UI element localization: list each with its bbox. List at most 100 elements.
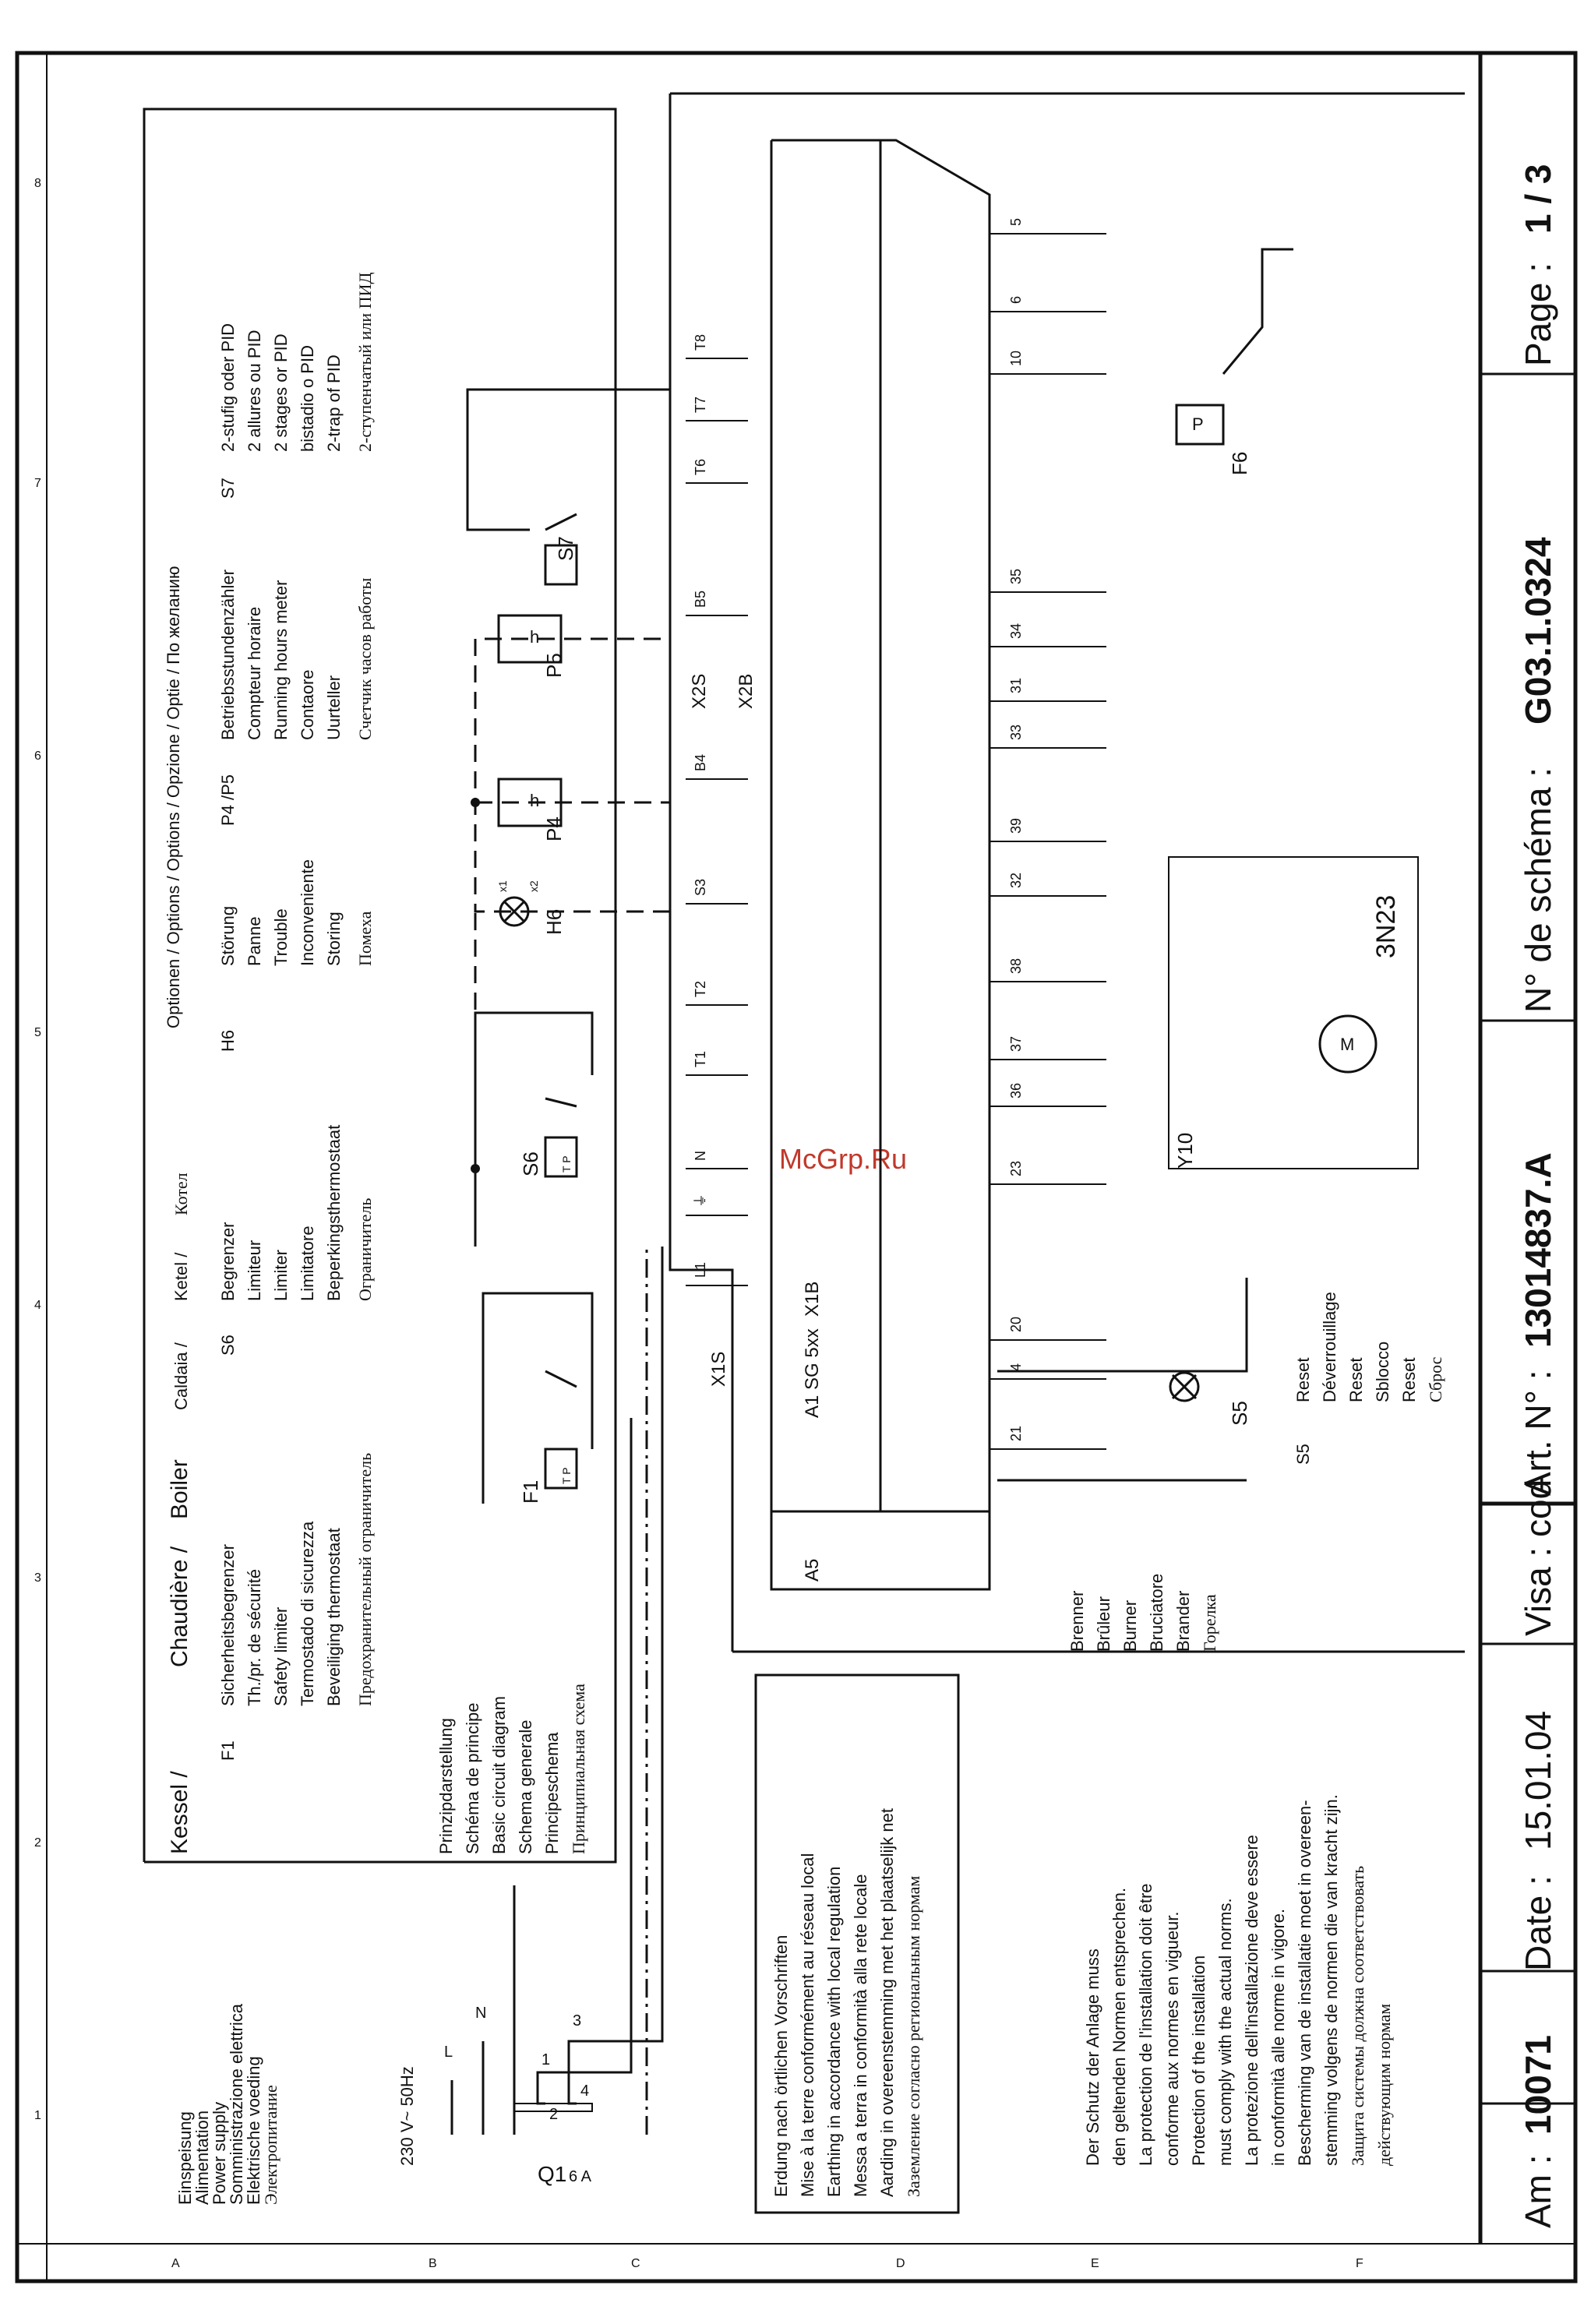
top-terminal-label: T6 (693, 459, 708, 475)
bottom-terminal-label: 21 (1008, 1426, 1024, 1441)
svg-text:Reset: Reset (1346, 1358, 1366, 1402)
f6-pressure-switch: P F6 (1175, 248, 1293, 475)
svg-text:Schema generale: Schema generale (516, 1720, 535, 1854)
f1-safety-limiter: F1 T P (482, 1292, 594, 1504)
svg-text:Einspeisung: Einspeisung (175, 2111, 195, 2205)
svg-text:Reset: Reset (1399, 1358, 1419, 1402)
s5-label: S5 (1228, 1401, 1251, 1426)
svg-text:Inconveniente: Inconveniente (298, 859, 317, 966)
grid-row-c: C (631, 2257, 640, 2270)
top-terminal-label: B4 (693, 754, 708, 771)
svg-text:Safety limiter: Safety limiter (271, 1607, 291, 1706)
svg-text:Messa a terra in conformità al: Messa a terra in conformità alla rete lo… (851, 1874, 870, 2197)
title-block: Am : 10071 Date : 15.01.04 Visa : cod Ar… (1478, 53, 1575, 2244)
svg-text:Limitatore: Limitatore (298, 1225, 317, 1301)
svg-text:Alimentation: Alimentation (192, 2111, 212, 2205)
burner-control-box (1168, 856, 1419, 1169)
date-value: 15.01.04 (1518, 1711, 1558, 1850)
svg-text:Prinzipdarstellung: Prinzipdarstellung (436, 1718, 456, 1854)
svg-text:2-stufig oder PID: 2-stufig oder PID (218, 323, 238, 452)
grid-column-labels: 1 2 3 4 5 6 7 8 (34, 177, 41, 2122)
legend-f1-code: F1 (218, 1740, 238, 1761)
date-label: Date : (1518, 1875, 1558, 1971)
svg-text:Sicherheitsbegrenzer: Sicherheitsbegrenzer (218, 1544, 238, 1706)
svg-text:Chaudière /: Chaudière / (167, 1546, 192, 1667)
svg-text:P: P (1192, 414, 1204, 434)
svg-text:La protection de l'installatio: La protection de l'installation doit êtr… (1136, 1883, 1155, 2166)
svg-text:Déverrouillage: Déverrouillage (1320, 1292, 1339, 1402)
svg-text:Boiler: Boiler (167, 1459, 192, 1519)
grid-col-3: 3 (34, 1571, 41, 1585)
motor-symbol (1318, 1014, 1378, 1074)
power-supply-labels: Einspeisung Alimentation Power supply So… (175, 2003, 280, 2205)
svg-text:Panne: Panne (245, 916, 264, 966)
grid-row-d: D (896, 2257, 905, 2270)
bottom-terminal-label: 32 (1008, 873, 1024, 888)
svg-text:Bescherming van de installatie: Bescherming van de installatie moet in o… (1295, 1800, 1314, 2166)
svg-text:Principeschema: Principeschema (542, 1732, 562, 1854)
svg-text:den geltenden Normen entsprech: den geltenden Normen entsprechen. (1109, 1888, 1129, 2166)
svg-text:Ограничитель: Ограничитель (355, 1198, 375, 1301)
earthing-note: Erdung nach örtlichen Vorschriften Mise … (771, 1808, 923, 2197)
svg-text:Betriebsstundenzähler: Betriebsstundenzähler (218, 570, 238, 740)
s7-label: S7 (554, 536, 577, 561)
am-label: Am : (1518, 2154, 1558, 2228)
x2b-label: X2B (736, 674, 757, 709)
sheet-frame (15, 51, 1578, 2283)
principle-labels: Prinzipdarstellung Schéma de principe Ba… (436, 1684, 588, 1854)
p5-label: P5 (542, 653, 566, 678)
svg-text:Beperkingsthermostaat: Beperkingsthermostaat (324, 1125, 344, 1301)
grid-col-7: 7 (34, 477, 41, 490)
svg-text:T P: T P (560, 1155, 573, 1173)
bottom-terminal-label: 37 (1008, 1036, 1024, 1052)
watermark: McGrp.Ru (779, 1143, 907, 1175)
bottom-terminal-label: 4 (1008, 1363, 1024, 1371)
svg-text:1: 1 (542, 2051, 550, 2068)
svg-text:h: h (530, 791, 539, 810)
svg-text:4: 4 (580, 2082, 589, 2100)
grid-col-5: 5 (34, 1026, 41, 1039)
reset-legend: S5 Reset Déverrouillage Reset Sblocco Re… (1293, 1292, 1445, 1465)
voltage-label: 230 V~ 50Hz (397, 2066, 417, 2166)
svg-text:h: h (530, 627, 539, 647)
top-terminal-label: ⏚ (693, 1194, 708, 1208)
svg-text:Burner: Burner (1120, 1600, 1140, 1652)
bottom-terminal-label: 35 (1008, 569, 1024, 584)
s6-label: S6 (519, 1151, 542, 1176)
y10-label: Y10 (1173, 1133, 1197, 1169)
visa-label: Visa : cod (1518, 1479, 1558, 1636)
svg-text:Kessel /: Kessel / (167, 1771, 192, 1854)
connector-x1s (669, 92, 1465, 1653)
bottom-terminal-label: 33 (1008, 725, 1024, 740)
am-value: 10071 (1518, 2035, 1558, 2135)
legend-s6-code: S6 (218, 1335, 238, 1356)
f6-label: F6 (1228, 452, 1251, 475)
h6-lamp (499, 896, 530, 927)
legend-p4p5: P4 /P5 Betriebsstundenzähler Compteur ho… (218, 570, 375, 826)
grid-col-6: 6 (34, 749, 41, 763)
grid-row-f: F (1356, 2257, 1363, 2270)
q1-rating: 6 A (569, 2168, 592, 2185)
svg-text:M: M (1340, 1035, 1354, 1054)
svg-text:Заземление согласно региональн: Заземление согласно региональным нормам (904, 1876, 923, 2197)
svg-text:Limiter: Limiter (271, 1250, 291, 1301)
top-terminal-label: S3 (693, 879, 708, 896)
top-terminal-label: T1 (693, 1051, 708, 1067)
s6-limiter: S6 T P (474, 1011, 594, 1247)
svg-text:Aarding in overeenstemming met: Aarding in overeenstemming met het plaat… (877, 1808, 897, 2197)
svg-text:Защита системы должна соответс: Защита системы должна соответствовать (1348, 1866, 1367, 2166)
svg-text:stemming volgens de normen die: stemming volgens de normen die van krach… (1321, 1794, 1341, 2166)
svg-text:bistadio o PID: bistadio o PID (298, 345, 317, 452)
svg-text:2-ступенчатый или ПИД: 2-ступенчатый или ПИД (355, 273, 375, 452)
svg-text:Compteur horaire: Compteur horaire (245, 607, 264, 740)
svg-text:Помеха: Помеха (355, 911, 375, 966)
svg-text:2 allures ou PID: 2 allures ou PID (245, 330, 264, 452)
svg-text:Электропитание: Электропитание (261, 2085, 280, 2205)
svg-text:x2: x2 (527, 880, 540, 892)
grid-row-a: A (171, 2257, 180, 2270)
svg-text:Mise à la terre conformément a: Mise à la terre conformément au réseau l… (798, 1853, 817, 2197)
p5-hour-meter (497, 614, 563, 664)
grid-row-e: E (1091, 2257, 1099, 2270)
